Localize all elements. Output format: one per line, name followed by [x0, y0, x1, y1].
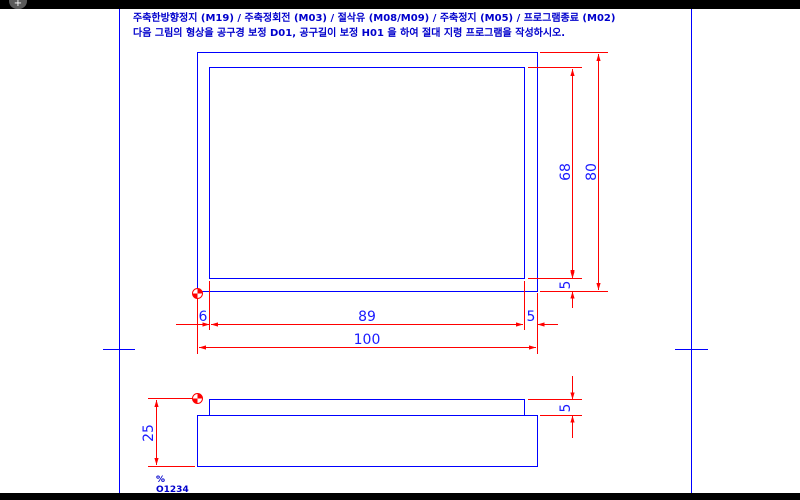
instruction-line-2: 다음 그림의 형상을 공구경 보정 D01, 공구길이 보정 H01 을 하여 … — [133, 28, 566, 39]
dim-text-68: 68 — [558, 163, 574, 181]
side-base — [197, 415, 538, 467]
dim-text-25: 25 — [141, 424, 157, 442]
program-percent: % — [156, 475, 165, 485]
dimension-lines — [154, 54, 601, 465]
drawing-sheet — [0, 9, 800, 493]
program-number: O1234 — [156, 485, 189, 495]
top-toolbar: + — [0, 0, 800, 9]
side-boss — [209, 399, 525, 416]
dim-text-6: 6 — [199, 309, 208, 325]
add-tab-button[interactable]: + — [9, 0, 27, 9]
bottom-bar — [0, 493, 800, 500]
dim-text-80: 80 — [584, 163, 600, 181]
origin-marker-side — [192, 393, 203, 404]
origin-marker-top — [192, 288, 203, 299]
side-view-part — [197, 399, 538, 467]
extension-lines — [148, 52, 608, 467]
dim-text-5-bottom: 5 — [527, 309, 536, 325]
frame-lines — [103, 9, 708, 493]
dim-text-5-right: 5 — [558, 281, 574, 290]
inner-pocket — [209, 67, 525, 279]
dim-text-89: 89 — [358, 309, 376, 325]
top-view-part — [197, 52, 538, 292]
instruction-line-1: 주축한방향정지 (M19) / 주축정회전 (M03) / 절삭유 (M08/M… — [133, 13, 616, 24]
outer-rectangle — [197, 52, 538, 292]
dim-text-100: 100 — [354, 332, 381, 348]
dim-text-side-5: 5 — [558, 404, 574, 413]
